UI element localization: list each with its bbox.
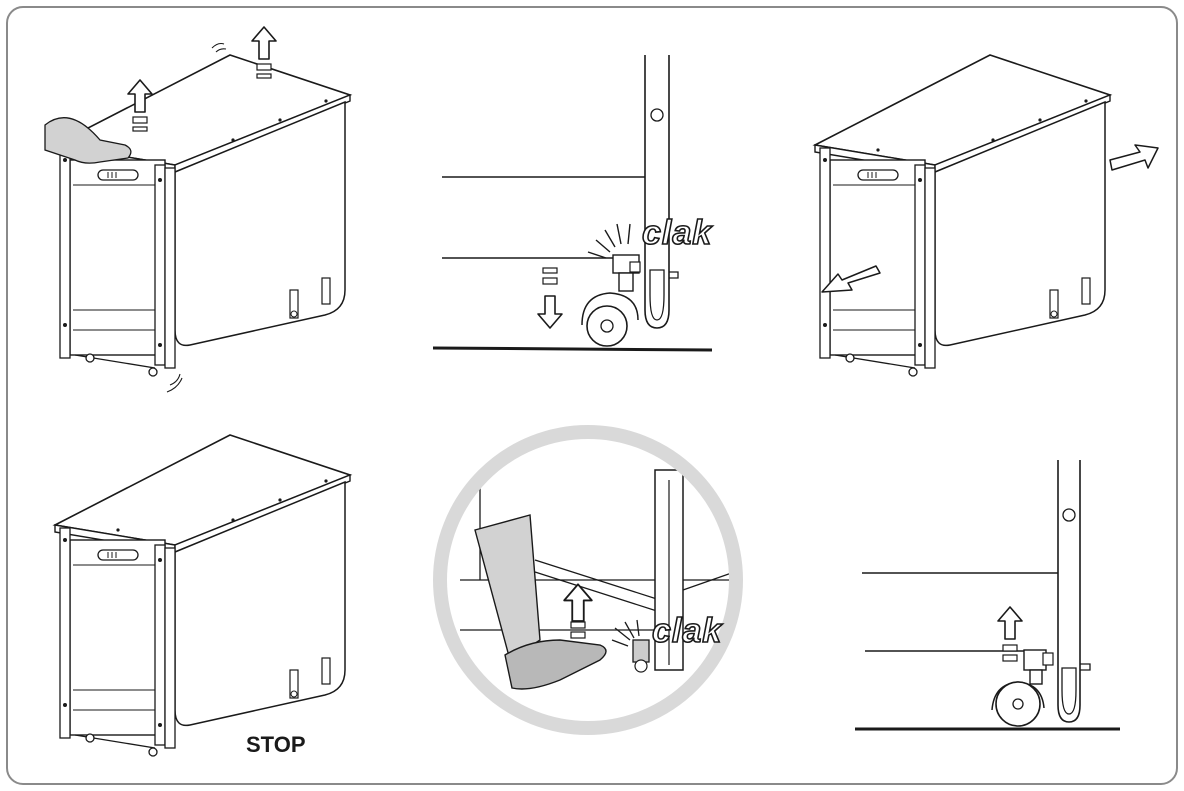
- caster-wheel-icon: [581, 254, 641, 347]
- stop-label: STOP: [246, 732, 306, 757]
- panel-caster-lock: clak: [432, 55, 713, 352]
- impact-lines-icon: [211, 42, 227, 53]
- closeup-circle: [433, 425, 743, 735]
- caster-wheel-icon: [991, 649, 1054, 727]
- left-arrow-icon: [821, 265, 881, 293]
- panel-caster-release: [855, 460, 1120, 731]
- panel-lift-cabinet: [44, 26, 351, 393]
- hand-icon: [44, 117, 132, 164]
- impact-lines-icon: [166, 373, 183, 393]
- panel-cabinet-stopped: STOP: [54, 434, 351, 757]
- right-arrow-icon: [1109, 144, 1159, 171]
- panel-pull-out-leaves: [814, 54, 1159, 377]
- shoe-icon: [504, 639, 607, 690]
- impact-lines-icon: [587, 223, 631, 259]
- panel-foot-press: clak: [433, 425, 743, 735]
- down-arrow-icon: [537, 267, 563, 329]
- clak-sound-label: clak: [642, 214, 713, 252]
- impact-lines-icon: [611, 619, 640, 647]
- clak-sound-label: clak: [652, 612, 723, 650]
